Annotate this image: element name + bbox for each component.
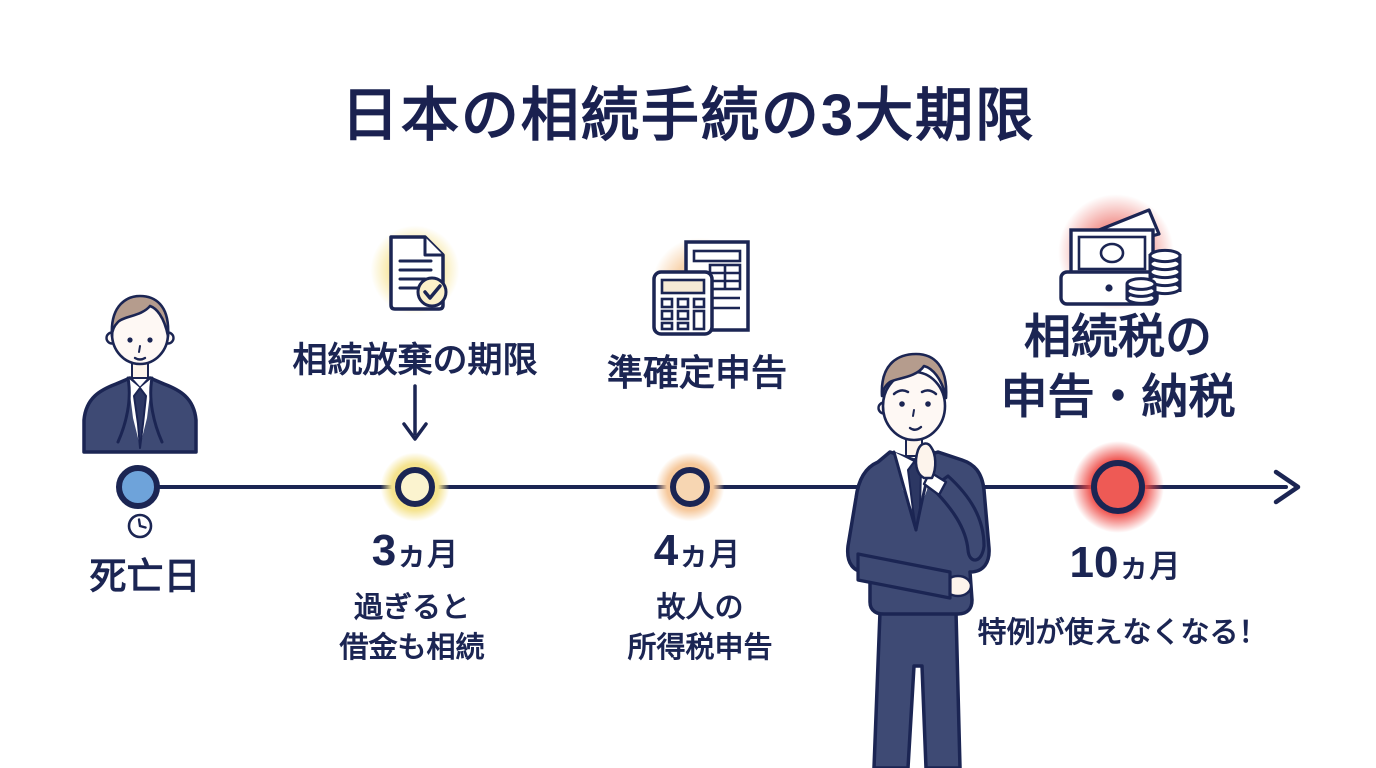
deadline-10m-heading-line1: 相続税の <box>1024 310 1212 363</box>
down-arrow-icon <box>402 384 428 441</box>
businessman-bust-illustration <box>82 294 198 454</box>
time-label-10m: 10ヵ月 <box>1020 538 1230 588</box>
time-4m-number: 4 <box>653 526 679 575</box>
timeline-dot-10m <box>1091 460 1145 514</box>
note-4m-line1: 故人の <box>656 592 744 624</box>
deadline-10m-heading-line2: 申告・納税 <box>1000 370 1236 423</box>
timeline-dot-3m <box>395 467 435 507</box>
clock-icon <box>127 513 153 539</box>
deadline-3m-heading: 相続放棄の期限 <box>292 341 538 380</box>
timeline-dot-4m <box>670 467 710 507</box>
timeline-dot-death <box>116 465 160 509</box>
time-3m-number: 3 <box>371 526 397 575</box>
note-3m-line2: 借金も相続 <box>339 632 485 664</box>
note-3m-line1: 過ぎると <box>353 592 470 624</box>
deadline-4m-heading: 準確定申告 <box>606 352 787 393</box>
right-arrow-icon <box>1273 469 1301 505</box>
time-3m-unit: ヵ月 <box>396 537 459 572</box>
time-label-3m: 3ヵ月 <box>315 526 515 576</box>
death-day-label: 死亡日 <box>89 556 201 597</box>
time-4m-unit: ヵ月 <box>678 537 741 572</box>
time-10m-number: 10 <box>1069 538 1119 587</box>
page-title: 日本の相続手続の3大期限 <box>340 83 1036 148</box>
calculator-tax-form-icon <box>652 240 750 336</box>
money-tray-coins-icon <box>1059 208 1182 306</box>
note-4m-line2: 所得税申告 <box>627 632 773 664</box>
time-10m-unit: ヵ月 <box>1118 549 1181 584</box>
thinking-businessman-illustration <box>845 352 991 768</box>
document-check-icon <box>389 235 448 311</box>
time-label-4m: 4ヵ月 <box>597 526 797 576</box>
note-10m: 特例が使えなくなる！ <box>977 617 1268 649</box>
